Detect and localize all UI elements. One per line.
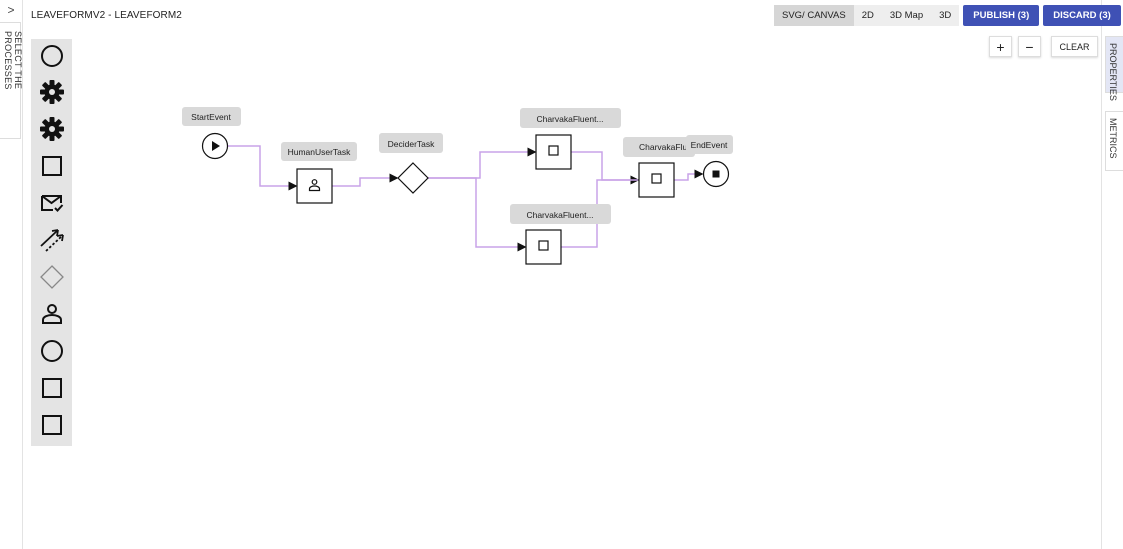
task-icon: [548, 145, 559, 156]
tab-properties[interactable]: PROPERTIES: [1105, 36, 1123, 101]
start-event-icon: [40, 45, 63, 67]
publish-button[interactable]: PUBLISH (3): [963, 5, 1040, 26]
node-label-text: CharvakaFluent...: [526, 210, 593, 220]
flow-fluent3-to-end[interactable]: [674, 169, 704, 181]
zoom-out-button[interactable]: −: [1018, 36, 1041, 57]
node-label-fluent-2: CharvakaFluent...: [510, 204, 611, 224]
node-label-text: EndEvent: [691, 140, 728, 150]
mail-check-icon: [40, 195, 63, 212]
flow-decider-to-fluent2[interactable]: [428, 177, 527, 252]
task-icon: [41, 156, 62, 176]
node-label-text: CharvakaFluent...: [536, 114, 603, 124]
left-side-panel: > SELECT THE PROCESSES: [0, 0, 23, 549]
discard-button[interactable]: DISCARD (3): [1043, 5, 1121, 26]
clear-button[interactable]: CLEAR: [1051, 36, 1098, 57]
node-label-decider-task: DeciderTask: [379, 133, 443, 153]
user-icon: [308, 179, 321, 192]
fluent-task-2-node[interactable]: [525, 229, 562, 265]
task-icon: [651, 173, 662, 184]
palette-service-task[interactable]: [31, 75, 72, 109]
right-side-panel: > PROPERTIES METRICS: [1101, 0, 1123, 549]
palette-user-task[interactable]: [31, 297, 72, 331]
flow-decider-to-fluent1[interactable]: [428, 147, 537, 179]
node-label-human-user-task: HumanUserTask: [281, 142, 357, 161]
flow-start-to-human[interactable]: [228, 145, 298, 191]
palette-script-task[interactable]: [31, 112, 72, 146]
node-label-text: CharvakaFlu: [639, 142, 687, 152]
fluent-task-3-node[interactable]: [638, 162, 675, 198]
node-label-start-event: StartEvent: [182, 107, 241, 126]
page-title: LEAVEFORMV2 - LEAVEFORM2: [31, 10, 182, 21]
start-event-node[interactable]: [201, 132, 229, 160]
end-event-icon: [40, 340, 63, 362]
gear-icon: [39, 117, 64, 141]
palette-subprocess[interactable]: [31, 371, 72, 405]
select-processes-tab-label: SELECT THE PROCESSES: [3, 31, 23, 90]
process-diagram-canvas[interactable]: StartEvent HumanUserTask DeciderTask Cha…: [0, 0, 1100, 549]
select-processes-tab[interactable]: SELECT THE PROCESSES: [0, 22, 23, 139]
node-label-text: HumanUserTask: [288, 147, 352, 157]
palette-gateway[interactable]: [31, 260, 72, 294]
view-toolbar: SVG/ CANVAS 2D 3D Map 3D PUBLISH (3) DIS…: [774, 5, 1121, 26]
tab-metrics-label: METRICS: [1108, 118, 1118, 159]
flow-human-to-decider[interactable]: [332, 173, 399, 187]
decider-gateway-node[interactable]: [397, 162, 429, 194]
node-label-text: StartEvent: [191, 112, 231, 122]
play-icon: [212, 141, 220, 151]
human-user-task-node[interactable]: [296, 168, 333, 204]
palette-end-event[interactable]: [31, 334, 72, 368]
task-icon: [41, 415, 62, 435]
palette-start-event[interactable]: [31, 39, 72, 73]
stop-icon: [712, 170, 720, 178]
view-3d-map-button[interactable]: 3D Map: [881, 5, 932, 26]
task-icon: [538, 240, 549, 251]
task-icon: [41, 378, 62, 398]
node-label-fluent-3: CharvakaFlu: [623, 137, 695, 157]
tab-metrics[interactable]: METRICS: [1105, 111, 1123, 171]
connector-icon: [39, 229, 64, 252]
shape-palette: [31, 39, 72, 446]
node-label-end-event: EndEvent: [686, 135, 733, 154]
gateway-icon: [39, 265, 64, 289]
tab-properties-label: PROPERTIES: [1108, 43, 1118, 101]
palette-task[interactable]: [31, 149, 72, 183]
gear-icon: [39, 80, 64, 104]
palette-connector[interactable]: [31, 223, 72, 257]
node-label-text: DeciderTask: [388, 139, 436, 149]
view-3d-button[interactable]: 3D: [931, 5, 960, 26]
fluent-task-1-node[interactable]: [535, 134, 572, 170]
zoom-in-button[interactable]: +: [989, 36, 1012, 57]
expand-left-panel-chevron-icon[interactable]: >: [7, 3, 15, 17]
sequence-flows: [228, 145, 704, 252]
end-event-node[interactable]: [702, 160, 730, 188]
node-label-fluent-1: CharvakaFluent...: [520, 108, 621, 128]
palette-message-task[interactable]: [31, 186, 72, 220]
view-2d-button[interactable]: 2D: [853, 5, 882, 26]
svg-canvas-button[interactable]: SVG/ CANVAS: [774, 5, 854, 26]
user-task-icon: [41, 304, 62, 324]
palette-call-activity[interactable]: [31, 408, 72, 442]
